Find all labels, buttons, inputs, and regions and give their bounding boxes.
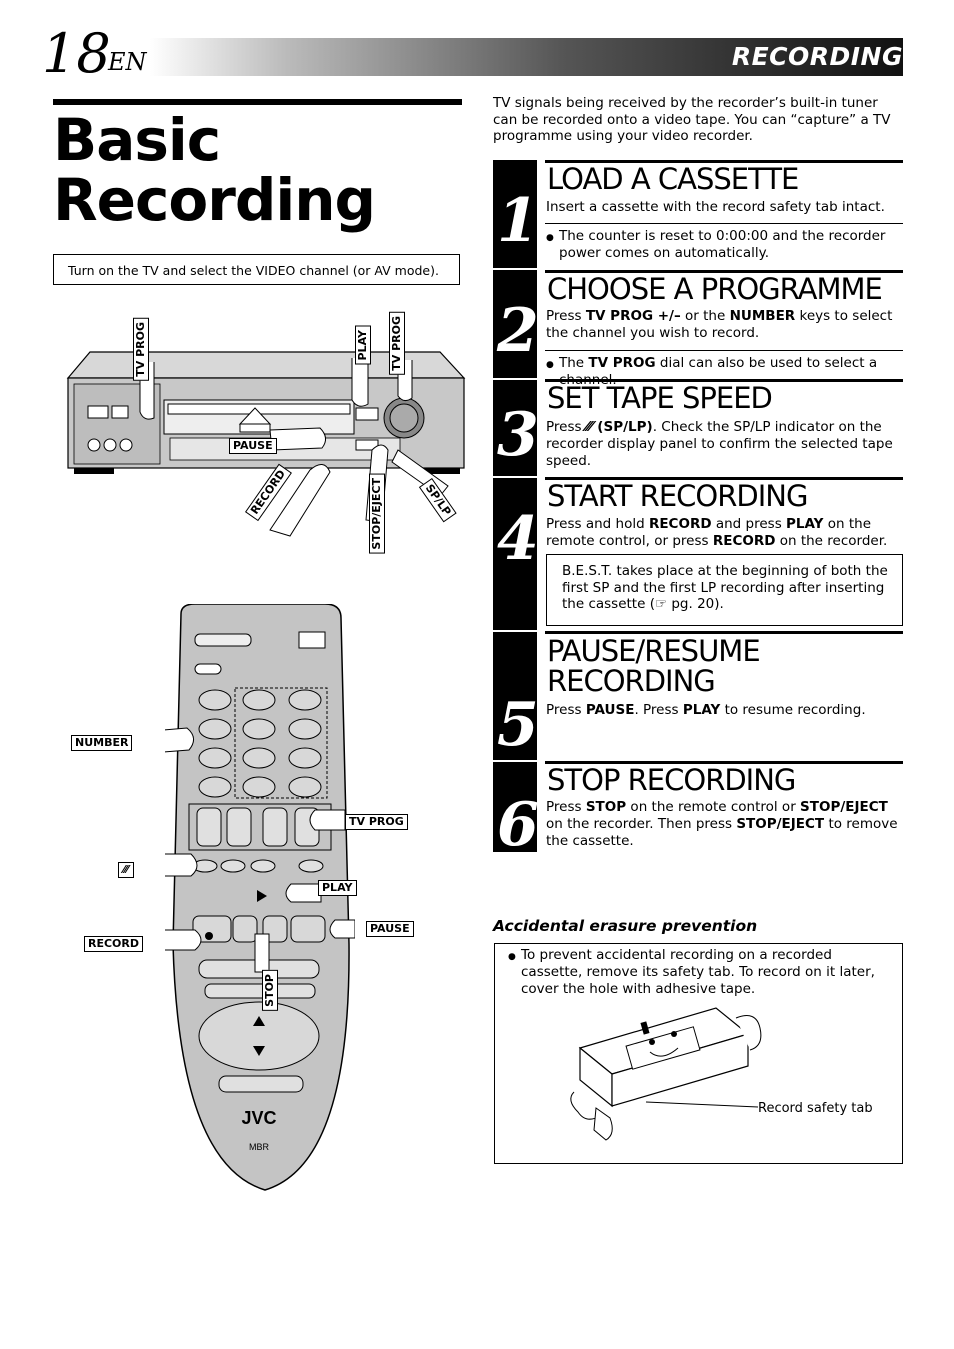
step-6-bar bbox=[493, 762, 537, 852]
best-note-box: B.E.S.T. takes place at the beginning of… bbox=[546, 554, 903, 626]
step-4-number: 4 bbox=[497, 504, 539, 574]
heading-line: RECORDING bbox=[547, 664, 716, 698]
step-3-bar bbox=[493, 380, 537, 476]
remote-label-pause: PAUSE bbox=[366, 921, 414, 937]
sp-lp-icon: ⁄⁄⁄ bbox=[585, 419, 598, 435]
title-line-1: Basic bbox=[53, 106, 221, 174]
vcr-label-tv-prog-right: TV PROG bbox=[389, 312, 405, 375]
accidental-bullet: To prevent accidental recording on a rec… bbox=[508, 947, 893, 998]
text: Press bbox=[546, 702, 586, 718]
text-bold: RECORD bbox=[712, 533, 776, 549]
remote-illustration: JVC MBR bbox=[165, 604, 355, 1191]
page-number: 18 bbox=[42, 22, 111, 85]
section-title: RECORDING bbox=[731, 42, 903, 71]
step-2-body: Press TV PROG +/– or the NUMBER keys to … bbox=[546, 308, 904, 342]
header-bar bbox=[150, 38, 903, 76]
accidental-box bbox=[494, 943, 903, 1164]
remote-label-stop: STOP bbox=[262, 970, 278, 1011]
step-1-bullet: The counter is reset to 0:00:00 and the … bbox=[546, 228, 904, 261]
remote-label-play: PLAY bbox=[318, 880, 357, 896]
step-1-body: Insert a cassette with the record safety… bbox=[546, 199, 885, 215]
page-language: EN bbox=[108, 48, 147, 76]
step-6-number: 6 bbox=[497, 790, 539, 860]
step-6-heading: STOP RECORDING bbox=[547, 763, 796, 797]
text: The bbox=[559, 355, 589, 371]
vcr-label-stop-eject: STOP/EJECT bbox=[369, 474, 385, 554]
heading-line: PAUSE/RESUME bbox=[547, 634, 761, 668]
text: Press bbox=[546, 799, 586, 815]
text: to resume recording. bbox=[720, 702, 866, 718]
step-4-body: Press and hold RECORD and press PLAY on … bbox=[546, 516, 904, 550]
step-2-rule bbox=[545, 270, 903, 273]
remote-model: MBR bbox=[249, 1142, 270, 1152]
step-5-rule bbox=[545, 631, 903, 634]
text: Press bbox=[546, 308, 586, 324]
step-3-heading: SET TAPE SPEED bbox=[547, 381, 773, 415]
text-bold: NUMBER bbox=[729, 308, 796, 324]
text: and press bbox=[711, 516, 787, 532]
step-5-number: 5 bbox=[497, 690, 539, 760]
intro-text: TV signals being received by the recorde… bbox=[493, 95, 891, 144]
step-1-rule bbox=[545, 160, 903, 163]
text: or the bbox=[680, 308, 730, 324]
text-bold: RECORD bbox=[648, 516, 712, 532]
title-line-2: Recording bbox=[53, 166, 376, 234]
step-2-heading: CHOOSE A PROGRAMME bbox=[547, 272, 883, 306]
title-rule bbox=[53, 99, 462, 105]
text: on the remote control or bbox=[626, 799, 801, 815]
step-5-body: Press PAUSE. Press PLAY to resume record… bbox=[546, 702, 904, 719]
text: Press and hold bbox=[546, 516, 649, 532]
step-3-rule bbox=[545, 379, 903, 382]
text-bold: TV PROG bbox=[588, 355, 656, 371]
text-bold: STOP/EJECT bbox=[736, 816, 825, 832]
remote-label-number: NUMBER bbox=[71, 735, 133, 751]
step-5-bar bbox=[493, 632, 537, 760]
text: keys to select the channel you wish to r… bbox=[546, 308, 893, 341]
step-4-heading: START RECORDING bbox=[547, 479, 808, 513]
step-4-rule bbox=[545, 477, 903, 480]
step-2-divider bbox=[545, 350, 903, 351]
text: on the remote control, or press bbox=[546, 516, 872, 549]
text-bold: (SP/LP) bbox=[597, 419, 653, 435]
vcr-label-pause: PAUSE bbox=[229, 438, 277, 454]
step-2-number: 2 bbox=[497, 296, 539, 366]
text: . Check the SP/LP indicator on the recor… bbox=[546, 419, 893, 469]
accidental-title: Accidental erasure prevention bbox=[493, 917, 758, 935]
record-safety-tab-label: Record safety tab bbox=[758, 1101, 873, 1116]
step-6-rule bbox=[545, 761, 903, 764]
remote-label-sp-lp-icon: ⁄⁄⁄ bbox=[118, 862, 134, 878]
step-1-divider bbox=[545, 223, 903, 224]
step-1-bar bbox=[493, 160, 537, 268]
text: Press bbox=[546, 419, 586, 435]
text-bold: STOP bbox=[585, 799, 627, 815]
vcr-label-tv-prog-left: TV PROG bbox=[133, 318, 149, 381]
text-bold: TV PROG +/– bbox=[585, 308, 681, 324]
step-2-bar bbox=[493, 270, 537, 378]
text-bold: PLAY bbox=[682, 702, 721, 718]
step-3-body: Press ⁄⁄⁄ (SP/LP). Check the SP/LP indic… bbox=[546, 419, 904, 470]
vcr-label-play: PLAY bbox=[355, 326, 371, 365]
text-bold: PLAY bbox=[786, 516, 824, 532]
step-1-heading: LOAD A CASSETTE bbox=[547, 162, 799, 196]
step-3-number: 3 bbox=[497, 400, 539, 470]
text: to remove the cassette. bbox=[546, 816, 898, 849]
cassette-illustration bbox=[570, 1007, 762, 1141]
remote-brand: JVC bbox=[241, 1108, 276, 1128]
text: on the recorder. Then press bbox=[546, 816, 737, 832]
page-title: Basic Recording bbox=[53, 106, 376, 234]
remote-label-record: RECORD bbox=[84, 936, 144, 952]
text: . Press bbox=[634, 702, 683, 718]
vcr-illustration bbox=[66, 351, 466, 537]
tv-note-box: Turn on the TV and select the VIDEO chan… bbox=[53, 254, 460, 285]
step-4-bar bbox=[493, 478, 537, 630]
remote-label-tv-prog: TV PROG bbox=[345, 814, 408, 830]
step-1-number: 1 bbox=[497, 186, 539, 256]
text-bold: PAUSE bbox=[585, 702, 635, 718]
step-6-body: Press STOP on the remote control or STOP… bbox=[546, 799, 904, 850]
text: on the recorder. bbox=[775, 533, 888, 549]
text-bold: STOP/EJECT bbox=[800, 799, 888, 815]
